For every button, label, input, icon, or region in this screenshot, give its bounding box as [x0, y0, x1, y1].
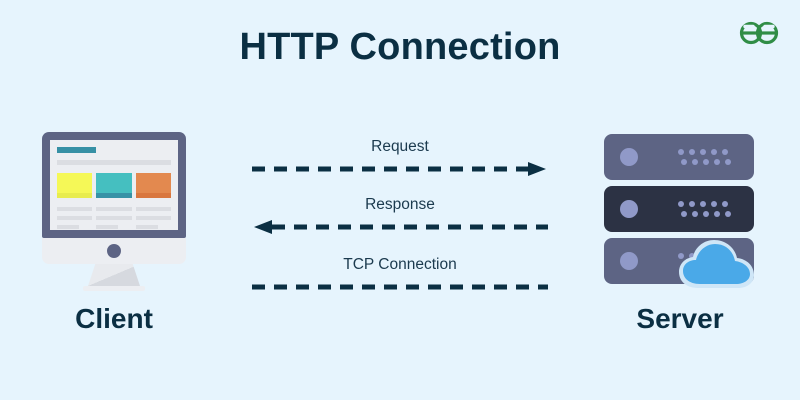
screen-text-columns	[57, 207, 171, 234]
screen-text-column	[57, 207, 93, 234]
screen-divider-line	[57, 160, 171, 165]
flow-request-arrow	[250, 162, 550, 176]
rack-led-icon	[620, 200, 638, 218]
desktop-monitor-icon	[42, 132, 186, 238]
monitor-base	[83, 286, 145, 291]
rack-vent-dots	[678, 149, 740, 165]
flow-request: Request	[250, 138, 550, 176]
screen-card-yellow	[57, 173, 93, 198]
flow-request-label: Request	[371, 138, 429, 155]
rack-led-icon	[620, 252, 638, 270]
screen-text-column	[96, 207, 132, 234]
rack-unit-1	[604, 134, 754, 180]
rack-unit-3	[604, 238, 754, 288]
screen-card-row	[57, 173, 171, 198]
screen-heading-bar	[57, 147, 96, 153]
server-label: Server	[636, 303, 724, 334]
page-title: HTTP Connection	[239, 26, 561, 68]
cloud-icon	[676, 236, 758, 294]
flow-tcp-connection: TCP Connection	[250, 256, 550, 294]
server-node	[604, 134, 756, 288]
client-label: Client	[75, 303, 153, 334]
flow-response: Response	[250, 196, 550, 234]
flow-tcp-connection-label: TCP Connection	[343, 256, 457, 273]
rack-vent-dots	[678, 201, 740, 217]
monitor-power-knob	[107, 244, 121, 258]
screen-card-teal	[96, 173, 132, 198]
monitor-screen	[50, 140, 178, 230]
flow-tcp-connection-line	[250, 280, 550, 294]
rack-unit-2	[604, 186, 754, 232]
monitor-chin	[42, 238, 186, 264]
monitor-stand	[88, 264, 140, 286]
flow-response-arrow	[250, 220, 550, 234]
screen-card-orange	[135, 173, 171, 198]
rack-led-icon	[620, 148, 638, 166]
flow-response-label: Response	[365, 196, 435, 213]
geeksforgeeks-logo	[736, 14, 782, 52]
client-node	[38, 132, 190, 291]
screen-text-column	[135, 207, 171, 234]
